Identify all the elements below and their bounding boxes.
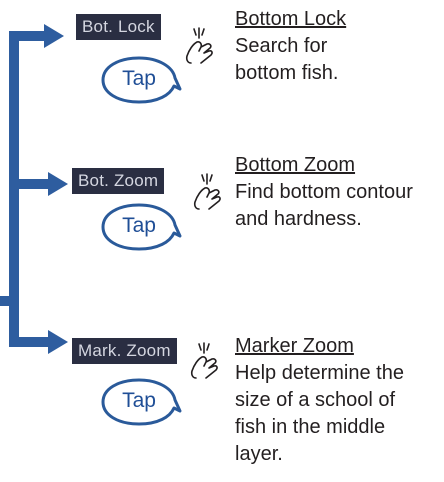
bottom-lock-description: Bottom Lock Search for bottom fish. [235, 6, 346, 87]
marker-zoom-description: Marker Zoom Help determine the size of a… [235, 333, 404, 468]
bottom-zoom-description: Bottom Zoom Find bottom contour and hard… [235, 152, 413, 233]
description-line: Search for [235, 35, 328, 57]
tap-label: Tap [122, 389, 156, 412]
mark-zoom-button[interactable]: Mark. Zoom [72, 338, 177, 364]
description-line: Help determine the [235, 362, 404, 384]
description-line: and hardness. [235, 208, 362, 230]
tap-label: Tap [122, 214, 156, 237]
connector-branch-3 [9, 337, 50, 347]
description-title: Bottom Zoom [235, 154, 356, 176]
description-title: Marker Zoom [235, 335, 354, 357]
arrow-head-1 [44, 24, 64, 48]
description-line: Find bottom contour [235, 181, 413, 203]
bot-zoom-button[interactable]: Bot. Zoom [72, 168, 165, 194]
tap-label: Tap [122, 67, 156, 90]
connector-branch-2 [14, 179, 50, 189]
bot-lock-button[interactable]: Bot. Lock [76, 14, 161, 40]
tap-bubble-1: Tap [100, 56, 182, 104]
tap-bubble-3: Tap [100, 378, 182, 426]
tap-bubble-2: Tap [100, 203, 182, 251]
description-line: size of a school of [235, 389, 396, 411]
arrow-head-3 [48, 330, 68, 354]
arrow-head-2 [48, 172, 68, 196]
description-line: bottom fish. [235, 62, 339, 84]
description-line: fish in the middle [235, 416, 386, 438]
tap-hand-icon [190, 342, 218, 379]
connector-incoming [0, 296, 19, 306]
connector-branch-1 [9, 31, 46, 41]
tap-hand-icon [185, 27, 213, 64]
description-line: layer. [235, 443, 283, 465]
tap-hand-icon [193, 173, 221, 210]
description-title: Bottom Lock [235, 8, 347, 30]
